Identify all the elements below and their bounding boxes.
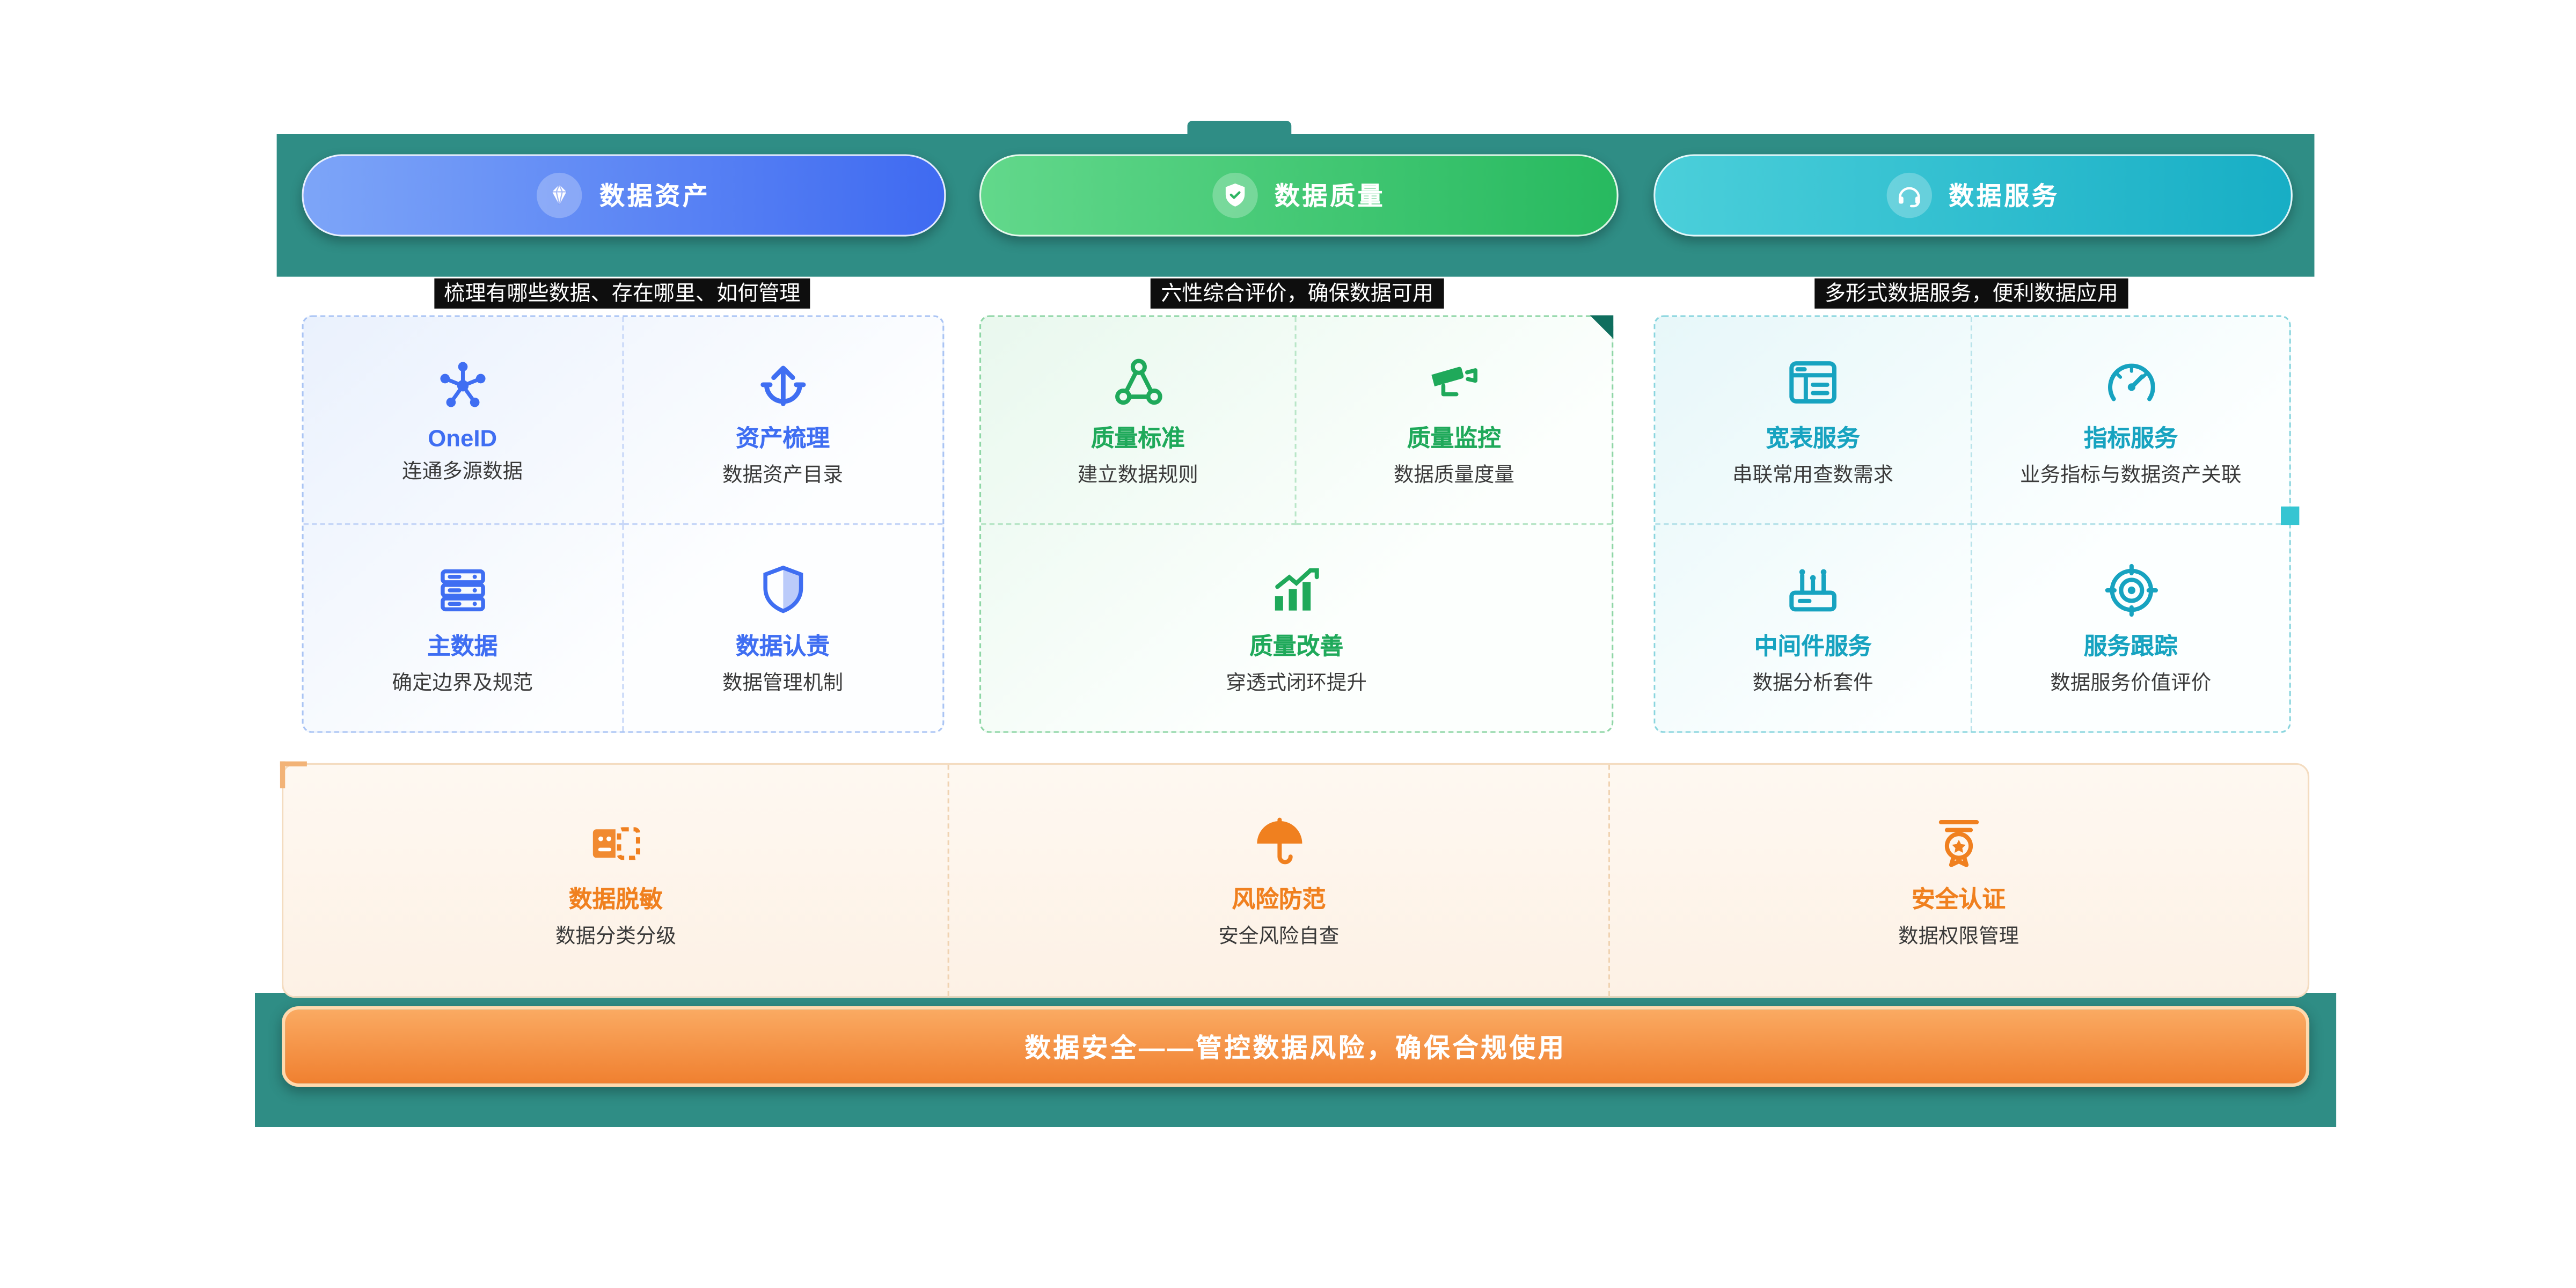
feature-desc: 确定边界及规范 (392, 670, 533, 694)
feature-desc: 数据质量度量 (1393, 462, 1514, 486)
data-service-card: 宽表服务 串联常用查数需求 指标服务 业务指标与数据资产关联 (1653, 315, 2300, 733)
pill-label: 数据质量 (1274, 182, 1386, 211)
feature-desc: 连通多源数据 (402, 459, 523, 483)
data-quality-card: 质量标准 建立数据规则 质量监控 数据质量度量 (979, 315, 1614, 733)
oneid-network-icon (432, 355, 493, 416)
data-masking-icon (586, 813, 646, 873)
feature-title: 宽表服务 (1766, 423, 1860, 451)
feature-title: 主数据 (427, 632, 498, 659)
feature-title: 指标服务 (2083, 423, 2178, 451)
feature-item-wide-table: 宽表服务 串联常用查数需求 (1655, 317, 1972, 524)
feature-title: 风险防范 (1232, 884, 1326, 912)
pill-subtitle: 梳理有哪些数据、存在哪里、如何管理 (434, 278, 811, 309)
banner-label: 数据安全——管控数据风险，确保合规使用 (1024, 1035, 1567, 1064)
feature-item-asset-sorting: 资产梳理 数据资产目录 (623, 317, 943, 524)
feature-title: 质量标准 (1091, 423, 1185, 451)
feature-desc: 业务指标与数据资产关联 (2020, 462, 2242, 486)
feature-item-quality-improve: 质量改善 穿透式闭环提升 (981, 524, 1612, 731)
feature-desc: 安全风险自查 (1218, 923, 1340, 947)
edge-decoration (2281, 506, 2300, 525)
pill-subtitle: 六性综合评价，确保数据可用 (1151, 278, 1444, 309)
feature-item-risk-prevention: 风险防范 安全风险自查 (950, 765, 1610, 997)
data-accountability-icon (752, 560, 813, 620)
feature-title: 数据认责 (736, 632, 830, 659)
feature-item-indicator: 指标服务 业务指标与数据资产关联 (1972, 317, 2289, 524)
feature-desc: 数据服务价值评价 (2050, 670, 2212, 694)
data-security-banner: 数据安全——管控数据风险，确保合规使用 (282, 1006, 2310, 1087)
feature-item-quality-monitor: 质量监控 数据质量度量 (1296, 317, 1612, 524)
feature-item-master-data: 主数据 确定边界及规范 (304, 524, 623, 731)
feature-title: 资产梳理 (736, 423, 830, 451)
feature-item-quality-standard: 质量标准 建立数据规则 (981, 317, 1297, 524)
headset-icon (1886, 172, 1932, 218)
service-tracking-icon (2101, 560, 2161, 620)
feature-item-data-accountability: 数据认责 数据管理机制 (623, 524, 942, 731)
feature-title: 安全认证 (1912, 884, 2006, 912)
pill-label: 数据资产 (599, 182, 711, 211)
feature-title: OneID (428, 423, 497, 451)
pill-subtitle-row: 多形式数据服务，便利数据应用 (1653, 278, 2289, 309)
feature-item-security-cert: 安全认证 数据权限管理 (1609, 765, 2308, 996)
risk-prevention-icon (1249, 813, 1309, 873)
feature-item-oneid: OneID 连通多源数据 (303, 317, 623, 524)
feature-desc: 建立数据规则 (1077, 462, 1198, 486)
pill-label: 数据服务 (1949, 182, 2060, 211)
quality-improve-icon (1266, 560, 1327, 620)
data-security-panel: 数据脱敏 数据分类分级 风险防范 安全风险自查 安全认证 (280, 761, 2310, 998)
security-cert-icon (1928, 813, 1989, 873)
corner-decoration (280, 761, 307, 788)
data-asset-pill[interactable]: 数据资产 (302, 154, 946, 237)
master-data-icon (432, 560, 493, 620)
asset-sorting-icon (752, 352, 813, 412)
middleware-icon (1783, 560, 1843, 620)
data-service-pill[interactable]: 数据服务 (1653, 154, 2293, 237)
feature-title: 服务跟踪 (2083, 632, 2178, 659)
pill-subtitle: 多形式数据服务，便利数据应用 (1814, 278, 2128, 309)
feature-desc: 穿透式闭环提升 (1226, 670, 1367, 694)
quality-monitor-icon (1424, 352, 1484, 412)
gem-icon (537, 172, 583, 218)
wide-table-icon (1783, 352, 1843, 412)
feature-desc: 数据权限管理 (1898, 923, 2019, 947)
data-asset-card: OneID 连通多源数据 资产梳理 数据资产目录 主 (302, 315, 945, 733)
feature-desc: 数据分类分级 (555, 923, 676, 947)
feature-desc: 数据管理机制 (722, 670, 844, 694)
pill-subtitle-row: 梳理有哪些数据、存在哪里、如何管理 (302, 278, 943, 309)
feature-item-data-masking: 数据脱敏 数据分类分级 (283, 765, 950, 997)
feature-item-middleware: 中间件服务 数据分析套件 (1655, 524, 1972, 731)
feature-desc: 数据资产目录 (722, 462, 844, 486)
feature-title: 数据脱敏 (568, 884, 663, 912)
feature-title: 质量改善 (1249, 632, 1344, 659)
feature-title: 中间件服务 (1754, 632, 1872, 659)
shield-check-icon (1212, 172, 1258, 218)
indicator-icon (2101, 352, 2161, 412)
feature-item-service-tracking: 服务跟踪 数据服务价值评价 (1972, 524, 2289, 731)
feature-desc: 串联常用查数需求 (1732, 462, 1894, 486)
feature-title: 质量监控 (1407, 423, 1501, 451)
data-quality-pill[interactable]: 数据质量 (979, 154, 1619, 237)
feature-desc: 数据分析套件 (1752, 670, 1874, 694)
quality-standard-icon (1108, 352, 1168, 412)
corner-decoration (1590, 315, 1614, 339)
pill-subtitle-row: 六性综合评价，确保数据可用 (979, 278, 1615, 309)
